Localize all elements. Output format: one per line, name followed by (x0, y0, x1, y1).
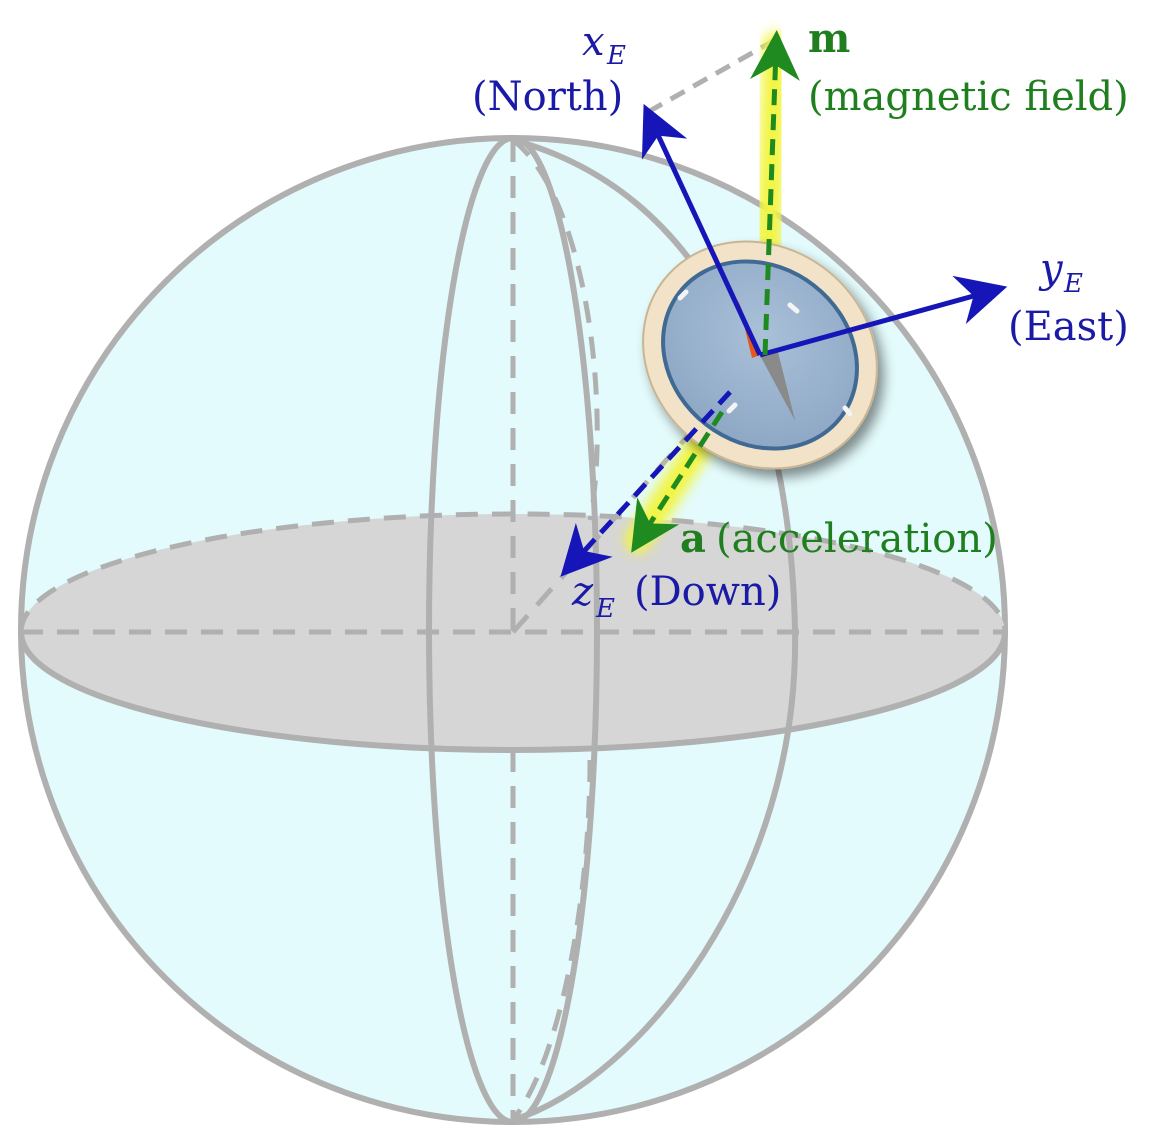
y-axis-subscript: E (1063, 269, 1083, 299)
meridian-front (426, 135, 600, 1125)
compass-ticks (677, 289, 853, 417)
x-axis-description: (North) (472, 74, 623, 120)
magnetic-field-arrow (749, 30, 800, 356)
label-z-axis: z E (Down) (571, 569, 781, 624)
y-axis-symbol: y (1038, 246, 1064, 292)
label-acceleration: a (acceleration) (680, 515, 998, 562)
x-axis-arrow (641, 103, 763, 357)
meridian-back-lower (511, 759, 593, 1122)
magnetic-field-symbol: m (808, 15, 850, 62)
z-axis-arrow (560, 390, 732, 577)
z-axis-description: (Down) (634, 569, 781, 615)
magnetic-field-description: (magnetic field) (808, 74, 1129, 120)
y-axis-description: (East) (1008, 304, 1129, 350)
earth-axes (560, 103, 1008, 577)
y-axis-arrow (759, 275, 1008, 358)
projection-line (646, 37, 777, 115)
label-magnetic-field: m (magnetic field) (808, 15, 1129, 120)
z-axis-subscript: E (595, 594, 615, 624)
x-axis-symbol: x (582, 19, 605, 65)
sphere (18, 135, 1008, 1125)
z-axis-symbol: z (571, 569, 594, 615)
acceleration-symbol: a (680, 515, 706, 562)
x-axis-subscript: E (606, 41, 626, 71)
acceleration-description: (acceleration) (716, 516, 998, 562)
meridian-tilted (512, 137, 799, 1123)
sensor-vectors (631, 30, 800, 553)
label-y-axis: y E (East) (1008, 246, 1129, 350)
meridian-back (511, 138, 600, 521)
label-x-axis: x E (North) (472, 19, 626, 120)
